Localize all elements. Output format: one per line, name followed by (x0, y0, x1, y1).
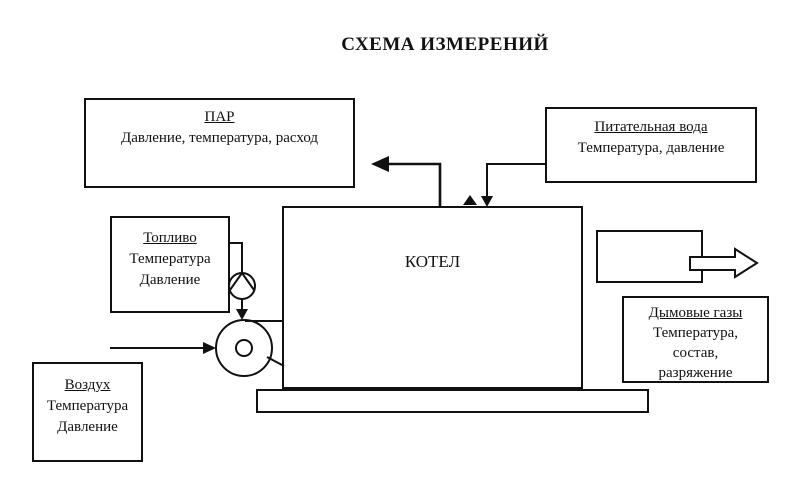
steam-box-line: Давление, температура, расход (120, 130, 319, 146)
feedwater-box-title: Питательная вода (594, 119, 708, 135)
boiler-box: КОТЕЛ (282, 206, 583, 389)
feedwater-box-line: Температура, давление (577, 140, 725, 156)
steam-outlet-up-triangle-icon (463, 195, 477, 205)
flue-gas-box-line: разряжение (658, 365, 733, 381)
fuel-box-line: Давление (139, 272, 201, 288)
air-arrowhead-icon (203, 342, 216, 354)
flue-outlet-box (596, 230, 703, 283)
pump-icon (228, 272, 256, 300)
page-title: СХЕМА ИЗМЕРЕНИЙ (341, 34, 549, 55)
fuel-arrowhead-icon (236, 309, 248, 320)
boiler-base-plinth (256, 389, 649, 413)
fan-icon (215, 319, 273, 377)
steam-box: ПАР Давление, температура, расход (84, 98, 355, 188)
steam-box-title: ПАР (204, 109, 235, 125)
flue-gas-box-title: Дымовые газы (648, 305, 743, 321)
fuel-line (229, 242, 243, 310)
air-box-line: Давление (57, 419, 118, 435)
steam-line-arrow (381, 162, 442, 206)
air-box: Воздух Температура Давление (32, 362, 143, 462)
fuel-box: Топливо Температура Давление (110, 216, 230, 313)
feedwater-box: Питательная вода Температура, давление (545, 107, 757, 183)
fuel-box-line: Температура (129, 251, 211, 267)
flue-gas-box-line: состав, (672, 345, 719, 361)
air-box-title: Воздух (64, 377, 111, 393)
boiler-label: КОТЕЛ (404, 252, 461, 271)
air-box-line: Температура (46, 398, 129, 414)
fuel-box-title: Топливо (143, 230, 197, 246)
steam-arrowhead-icon (371, 156, 389, 172)
feedwater-line (486, 163, 545, 198)
flue-gas-box-line: Температура, (653, 325, 738, 341)
flue-gas-box: Дымовые газы Температура, состав, разряж… (622, 296, 769, 383)
